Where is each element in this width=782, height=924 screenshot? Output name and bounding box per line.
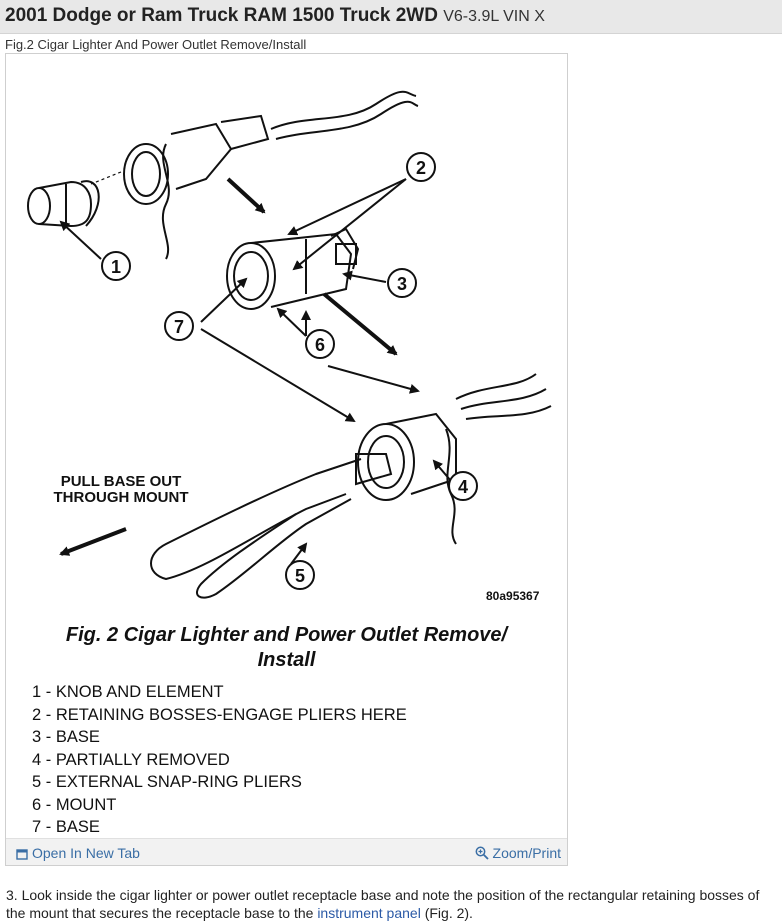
svg-text:7: 7 [174, 317, 184, 337]
callout-7: 7 [164, 311, 194, 341]
callout-5: 5 [285, 560, 315, 590]
page-title: 2001 Dodge or Ram Truck RAM 1500 Truck 2… [5, 5, 545, 27]
callout-3: 3 [387, 268, 417, 298]
pull-base-label-line1: PULL BASE OUT [61, 473, 182, 490]
figure-toolbar: Open In New Tab Zoom/Print [6, 838, 567, 865]
legend-item: 4 - PARTIALLY REMOVED [32, 750, 230, 769]
engine-subtitle: V6-3.9L VIN X [443, 8, 545, 25]
zoom-print-label: Zoom/Print [492, 845, 561, 861]
instrument-panel-link[interactable]: instrument panel [317, 905, 421, 921]
svg-text:5: 5 [295, 566, 305, 586]
figure-caption: Fig.2 Cigar Lighter And Power Outlet Rem… [5, 37, 307, 52]
open-in-new-tab-label: Open In New Tab [32, 845, 140, 861]
callout-2: 2 [406, 152, 436, 182]
pull-base-label-line2: THROUGH MOUNT [54, 489, 189, 506]
callout-6: 6 [305, 329, 335, 359]
figure-title-line1: Fig. 2 Cigar Lighter and Power Outlet Re… [65, 624, 508, 646]
figure-title: Fig. 2 Cigar Lighter and Power Outlet Re… [6, 623, 567, 673]
step-text-after: (Fig. 2). [420, 905, 473, 921]
svg-text:1: 1 [111, 257, 121, 277]
legend-item: 3 - BASE [32, 728, 100, 746]
figure-card: 1 2 3 4 5 6 7 [5, 53, 568, 866]
step-paragraph: 3. Look inside the cigar lighter or powe… [6, 886, 778, 922]
svg-text:4: 4 [458, 477, 468, 497]
callout-4: 4 [448, 471, 478, 501]
step-text-before: 3. Look inside the cigar lighter or powe… [6, 887, 760, 921]
legend-item: 2 - RETAINING BOSSES-ENGAGE PLIERS HERE [32, 705, 407, 724]
svg-text:3: 3 [397, 274, 407, 294]
zoom-print-button[interactable]: Zoom/Print [475, 845, 561, 861]
figure-title-line2: Install [257, 649, 316, 671]
page-header: 2001 Dodge or Ram Truck RAM 1500 Truck 2… [0, 0, 782, 34]
figure-code: 80a95367 [486, 589, 540, 603]
cigar-lighter-diagram: 1 2 3 4 5 6 7 [27, 90, 552, 603]
svg-text:2: 2 [416, 158, 426, 178]
figure-legend: 1 - KNOB AND ELEMENT 2 - RETAINING BOSSE… [32, 681, 407, 839]
open-in-new-tab-button[interactable]: Open In New Tab [16, 845, 140, 861]
legend-item: 5 - EXTERNAL SNAP-RING PLIERS [32, 773, 302, 791]
zoom-icon [475, 846, 489, 860]
legend-item: 7 - BASE [32, 818, 100, 836]
legend-item: 1 - KNOB AND ELEMENT [32, 683, 224, 701]
new-tab-icon [16, 849, 28, 860]
callout-1: 1 [101, 251, 131, 281]
legend-item: 6 - MOUNT [32, 795, 117, 814]
svg-text:6: 6 [315, 335, 325, 355]
vehicle-title: 2001 Dodge or Ram Truck RAM 1500 Truck 2… [5, 5, 438, 26]
